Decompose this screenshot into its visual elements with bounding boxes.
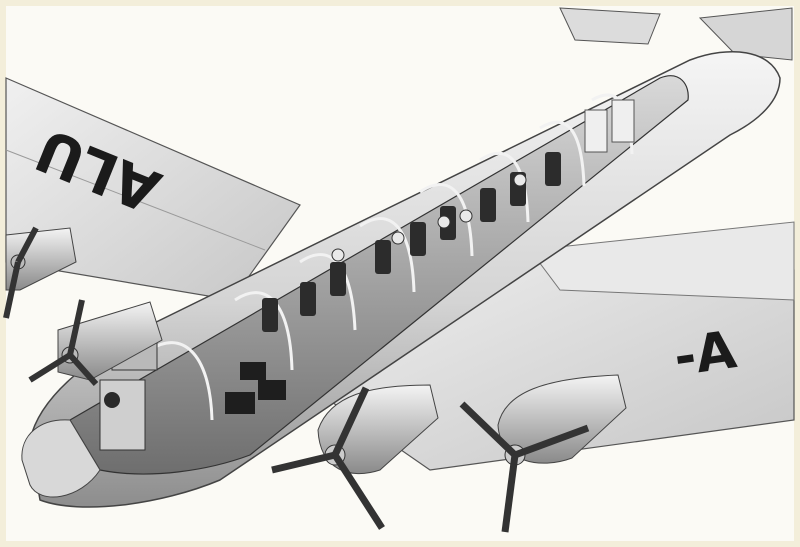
engine-far-inner <box>28 299 163 387</box>
luggage-compartment <box>225 362 286 414</box>
cabin-cutaway <box>69 75 689 475</box>
passengers <box>331 173 527 262</box>
passenger-seats <box>262 152 561 332</box>
engine-near-inner <box>271 384 439 530</box>
engine-far-outer <box>3 226 77 319</box>
tail-section <box>559 7 793 61</box>
propeller-near-outer <box>459 401 590 533</box>
rear-doors <box>584 99 635 153</box>
propeller-far-outer <box>3 226 39 319</box>
nose-cone <box>21 419 101 498</box>
wing-registration-right: -A <box>670 320 740 388</box>
propeller-far-inner <box>28 299 99 387</box>
engine-near-outer <box>459 374 627 533</box>
propeller-near-inner <box>271 386 385 530</box>
